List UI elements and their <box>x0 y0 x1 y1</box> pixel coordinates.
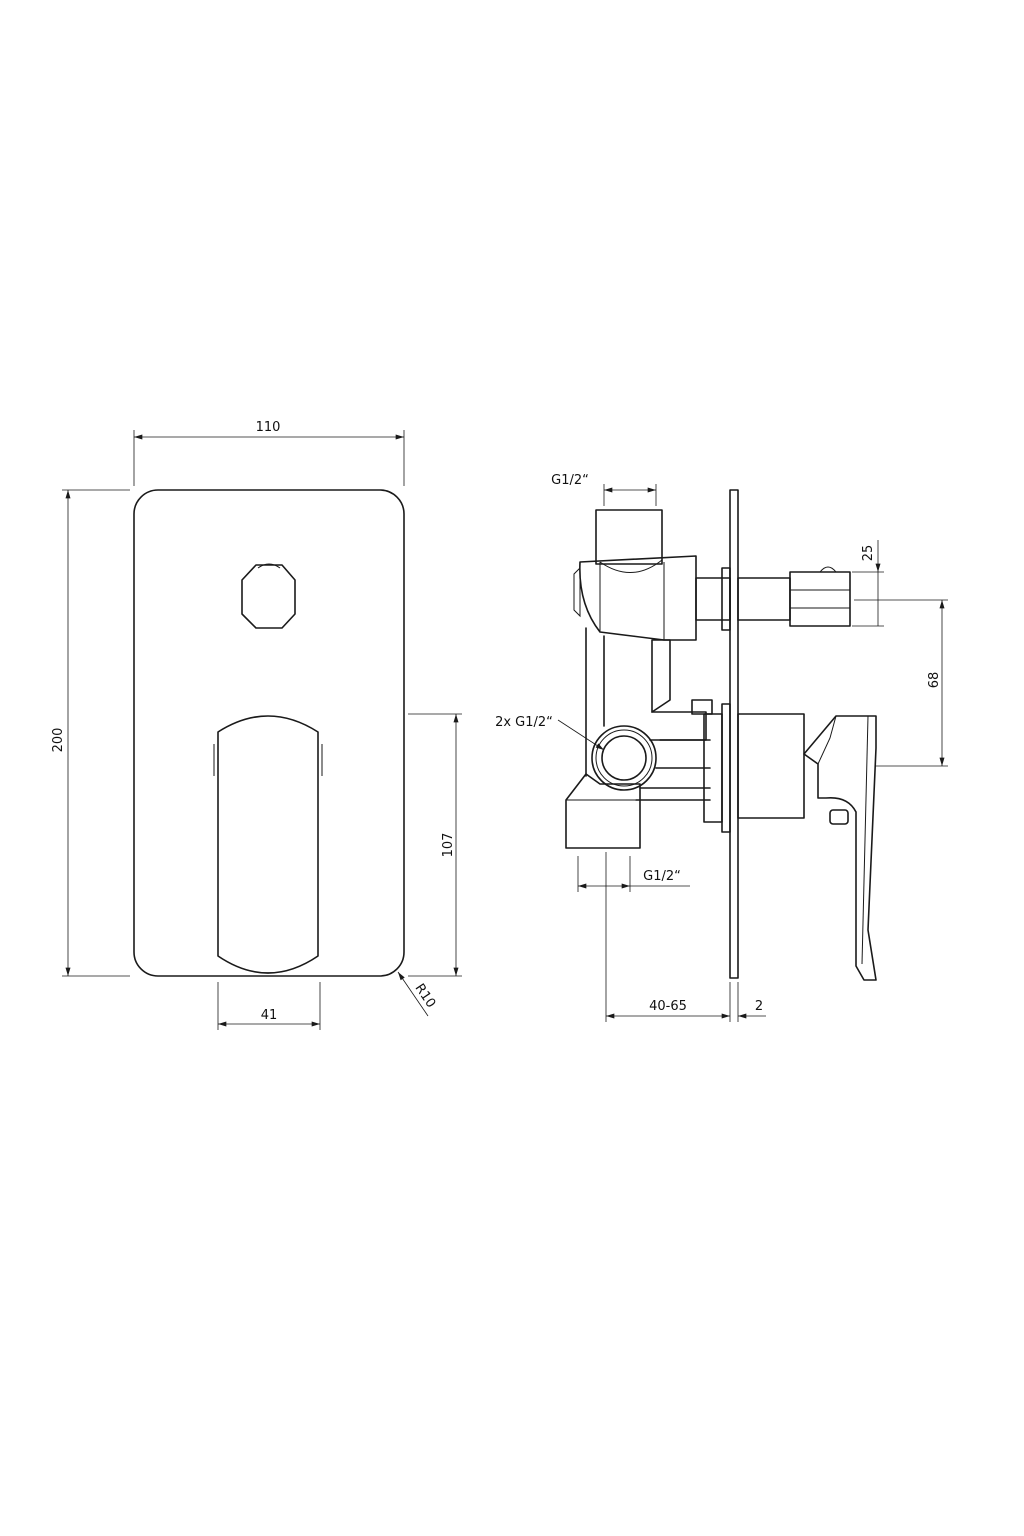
bottom-outlet-label: G1/2“ <box>643 869 681 884</box>
width-label: 110 <box>256 420 281 435</box>
mixer-lever <box>213 715 323 974</box>
side-outlet-ring <box>591 725 657 791</box>
dimension-radius: R10 <box>397 971 439 1017</box>
diverter-button <box>241 563 296 629</box>
knob-height-label: 25 <box>861 545 876 562</box>
dimension-axis-spacing: 68 <box>854 599 948 767</box>
diverter-knob <box>789 566 851 627</box>
height-label: 200 <box>51 728 66 753</box>
upper-shaft <box>695 577 731 621</box>
bottom-outlet <box>565 773 641 849</box>
cover-plate <box>133 489 405 977</box>
side-view: G1/2“ 2x G1/2“ G1/2“ 25 68 <box>495 473 948 1022</box>
lower-pipes <box>635 739 711 801</box>
upper-collar <box>721 567 731 631</box>
radius-label: R10 <box>412 981 439 1011</box>
connecting-bracket <box>651 639 713 741</box>
diverter-body <box>573 555 697 641</box>
axis-spacing-label: 68 <box>927 672 942 689</box>
dimension-plate-thickness: 2 <box>737 999 766 1019</box>
side-outlets-label: 2x G1/2“ <box>495 715 553 730</box>
dimension-depth: 40-65 <box>605 852 739 1022</box>
lever-height-label: 107 <box>441 833 456 858</box>
mixer-lever-side <box>803 715 877 981</box>
dimension-bottom-outlet: G1/2“ <box>577 856 690 892</box>
dimension-knob-height: 25 <box>852 540 884 627</box>
wall-plate <box>729 489 739 979</box>
dimension-top-inlet: G1/2“ <box>551 473 657 506</box>
dimension-lever-height: 107 <box>408 713 462 977</box>
dimension-height: 200 <box>51 489 130 977</box>
depth-label: 40-65 <box>649 999 687 1014</box>
dimension-lever-width: 41 <box>217 982 321 1030</box>
top-inlet <box>595 509 663 565</box>
dimension-width: 110 <box>133 420 405 486</box>
plate-thickness-label: 2 <box>755 999 763 1014</box>
dimension-side-outlets: 2x G1/2“ <box>495 715 605 751</box>
knob-stem <box>737 577 791 621</box>
lever-width-label: 41 <box>261 1008 278 1023</box>
mixer-cartridge <box>703 703 805 833</box>
top-inlet-label: G1/2“ <box>551 473 589 488</box>
vertical-pipe <box>585 627 605 777</box>
front-view: 110 200 107 41 R10 <box>51 420 462 1030</box>
